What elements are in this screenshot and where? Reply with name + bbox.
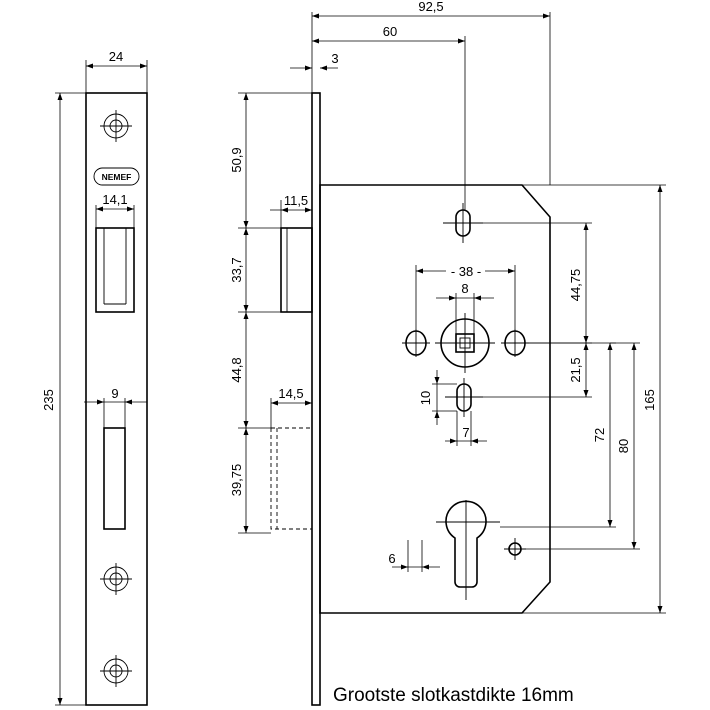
middle-slot-hole	[445, 378, 483, 417]
brand-logo-text: NEMEF	[102, 172, 132, 182]
faceplate-outline	[85, 92, 148, 706]
cylinder-hole	[436, 500, 500, 600]
dim-spindle-to-middle-hole-label: 21,5	[568, 357, 583, 382]
side-faceplate	[311, 92, 321, 706]
caption-text: Grootste slotkastdikte 16mm	[333, 685, 574, 706]
dim-latch-width: 14,1	[95, 192, 135, 228]
top-slot-hole	[443, 203, 483, 243]
dim-spindle-to-middle-hole: 21,5	[483, 343, 592, 398]
faceplate-front-view: NEMEF 14,1 9	[41, 49, 148, 706]
dim-faceplate-width-label: 24	[109, 49, 123, 64]
dim-slot-height: 10	[418, 370, 457, 425]
dim-spindle-square: 8	[436, 281, 494, 334]
dim-spindle-to-cylinder: 80	[526, 342, 640, 550]
dim-bolt-height-label: 39,75	[229, 464, 244, 497]
dim-latch-height-label: 33,7	[229, 257, 244, 282]
side-bolt	[270, 427, 313, 530]
dim-bolt-projection-label: 14,5	[278, 386, 303, 401]
dim-case-height-label: 165	[642, 389, 657, 411]
dim-spindle-span-label: - 38 -	[451, 264, 481, 279]
dim-latch-projection-label: 11,5	[284, 193, 308, 208]
dim-faceplate-thickness-label: 3	[331, 51, 338, 66]
bolt-opening	[103, 427, 126, 530]
dim-faceplate-height-label: 235	[41, 389, 56, 411]
dim-bolt-width-label: 9	[111, 386, 118, 401]
faceplate-screw-middle	[100, 563, 132, 595]
bottom-fixing-hole	[504, 538, 526, 560]
dim-cylinder-hole-label: 6	[388, 551, 395, 566]
faceplate-screw-bottom	[100, 655, 132, 687]
dim-backset-label: 60	[383, 24, 397, 39]
brand-logo: NEMEF	[93, 167, 140, 186]
dim-top-hole-to-spindle-label: 44,75	[568, 269, 583, 302]
dim-top-hole-to-spindle: 44,75	[483, 222, 592, 344]
dim-spindle-span: - 38 -	[415, 264, 516, 329]
lock-side-view: 92,5 60 3	[229, 0, 666, 706]
dim-slot-height-label: 10	[418, 391, 433, 405]
dim-spindle-to-cylinder-hole-label: 72	[592, 428, 607, 442]
faceplate-screw-top	[100, 110, 132, 142]
side-latch	[280, 227, 313, 313]
left-fixing-hole	[402, 329, 430, 357]
right-fixing-hole	[501, 329, 529, 357]
dim-latch-to-bolt-label: 44,8	[229, 357, 244, 382]
dim-backset: 60	[312, 24, 466, 210]
dim-slot-width: 7	[445, 411, 487, 446]
dim-top-to-latch-label: 50,9	[229, 147, 244, 172]
dim-bolt-width: 9	[84, 386, 147, 428]
dim-cylinder-hole: 6	[388, 540, 440, 572]
dim-latch-projection: 11,5	[270, 193, 312, 228]
dim-spindle-to-cylinder-hole: 72	[500, 342, 616, 528]
dim-faceplate-thickness: 3	[290, 51, 339, 71]
dim-total-width: 92,5	[311, 0, 551, 185]
dim-faceplate-width: 24	[85, 49, 148, 93]
dim-case-height: 165	[522, 184, 666, 614]
dim-latch-width-label: 14,1	[102, 192, 127, 207]
dim-spindle-to-cylinder-label: 80	[616, 439, 631, 453]
dim-vertical-chain: 50,9 33,7 44,8 39,75	[229, 92, 312, 534]
dim-faceplate-height: 235	[41, 92, 86, 706]
dim-total-width-label: 92,5	[418, 0, 443, 14]
latch-opening	[95, 227, 135, 313]
dim-slot-width-label: 7	[462, 425, 469, 440]
dim-spindle-square-label: 8	[461, 281, 468, 296]
dim-bolt-projection: 14,5	[270, 386, 312, 428]
spindle-hub	[435, 313, 495, 373]
